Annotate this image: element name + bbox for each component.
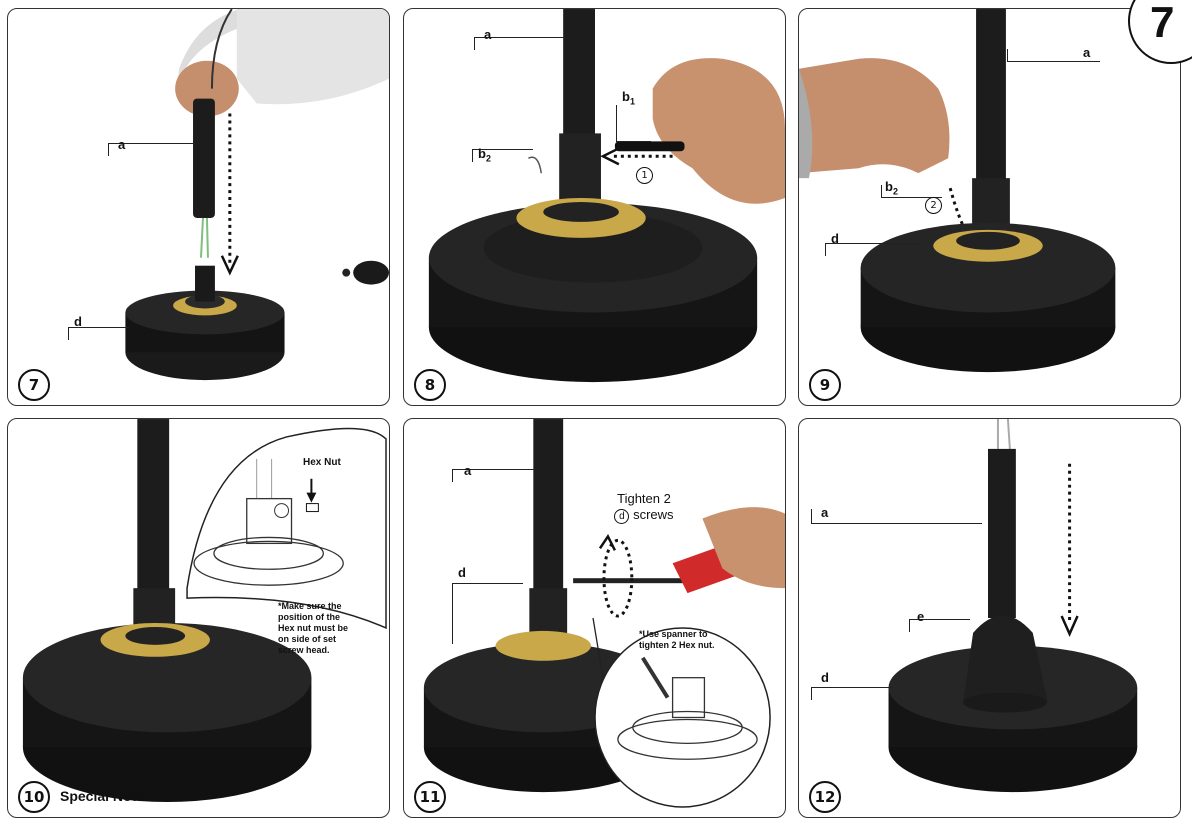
- special-note-heading: Special Note: [60, 788, 145, 804]
- note-line: position of the: [278, 612, 340, 622]
- label-d-leader: [825, 243, 922, 256]
- step-number: 11: [414, 781, 446, 813]
- label-b1-leader: [616, 105, 651, 142]
- label-d: d: [458, 565, 466, 580]
- part-d-circle: d: [614, 509, 630, 524]
- label-b2-leader: [881, 185, 942, 198]
- hex-nut-label: Hex Nut: [303, 457, 341, 468]
- label-d-leader: [452, 583, 523, 644]
- step-12-illustration: [888, 419, 1138, 793]
- label-e-leader: [909, 619, 970, 632]
- note-line: *Make sure the: [278, 601, 342, 611]
- note-line: Hex nut must be: [278, 623, 349, 633]
- label-a-leader: [452, 469, 535, 482]
- label-b1: b1: [622, 89, 635, 107]
- label-b2-leader: [472, 149, 533, 162]
- label-a: a: [464, 463, 472, 478]
- label-a: a: [821, 505, 829, 520]
- step-8-panel: a b1 b2 1 8: [403, 8, 786, 406]
- step-number: 7: [18, 369, 50, 401]
- step-9-panel: a b2 2 d 9: [798, 8, 1181, 406]
- label-d-leader: [68, 327, 129, 340]
- note-line: screw head.: [278, 645, 330, 655]
- step-9-illustration: [799, 9, 1116, 373]
- page-number: 7: [1150, 0, 1175, 47]
- step-12-panel: a e d 12: [798, 418, 1181, 818]
- label-b2: b2: [478, 146, 491, 164]
- label-d-leader: [811, 687, 894, 700]
- label-e: e: [917, 609, 925, 624]
- step-10-panel: Hex Nut *Make sure the position of the H…: [7, 418, 390, 818]
- step-7-illustration: [125, 9, 389, 381]
- tighten-line: Tighten 2: [617, 491, 671, 506]
- label-d: d: [74, 314, 82, 329]
- label-a-leader: [108, 143, 195, 156]
- label-b2: b2: [885, 179, 898, 197]
- step-number: 10: [18, 781, 50, 813]
- label-a: a: [484, 27, 492, 42]
- note-line: tighten 2 Hex nut.: [639, 640, 715, 650]
- special-note-text: *Make sure the position of the Hex nut m…: [278, 601, 388, 656]
- tighten-screws-label: screws: [633, 507, 674, 522]
- step-number: 12: [809, 781, 841, 813]
- label-a: a: [118, 137, 126, 152]
- label-d: d: [831, 231, 839, 246]
- note-line: *Use spanner to: [639, 629, 708, 639]
- step-8-illustration: [428, 9, 785, 383]
- step-number: 8: [414, 369, 446, 401]
- tighten-screws-note: Tighten 2 d screws: [604, 491, 684, 524]
- label-a-leader: [474, 37, 565, 50]
- step-11-illustration: [423, 419, 785, 808]
- label-a: a: [1083, 45, 1091, 60]
- label-a-leader: [811, 509, 982, 524]
- step-10-illustration: [22, 419, 387, 803]
- spanner-note: *Use spanner to tighten 2 Hex nut.: [639, 629, 759, 651]
- note-line: on side of set: [278, 634, 337, 644]
- label-a-leader: [1007, 49, 1100, 62]
- callout-1: 1: [636, 167, 653, 184]
- label-d: d: [821, 670, 829, 685]
- step-11-panel: a d Tighten 2 d screws *Use spanner to t…: [403, 418, 786, 818]
- callout-2: 2: [925, 197, 942, 214]
- step-7-panel: a d 7: [7, 8, 390, 406]
- step-number: 9: [809, 369, 841, 401]
